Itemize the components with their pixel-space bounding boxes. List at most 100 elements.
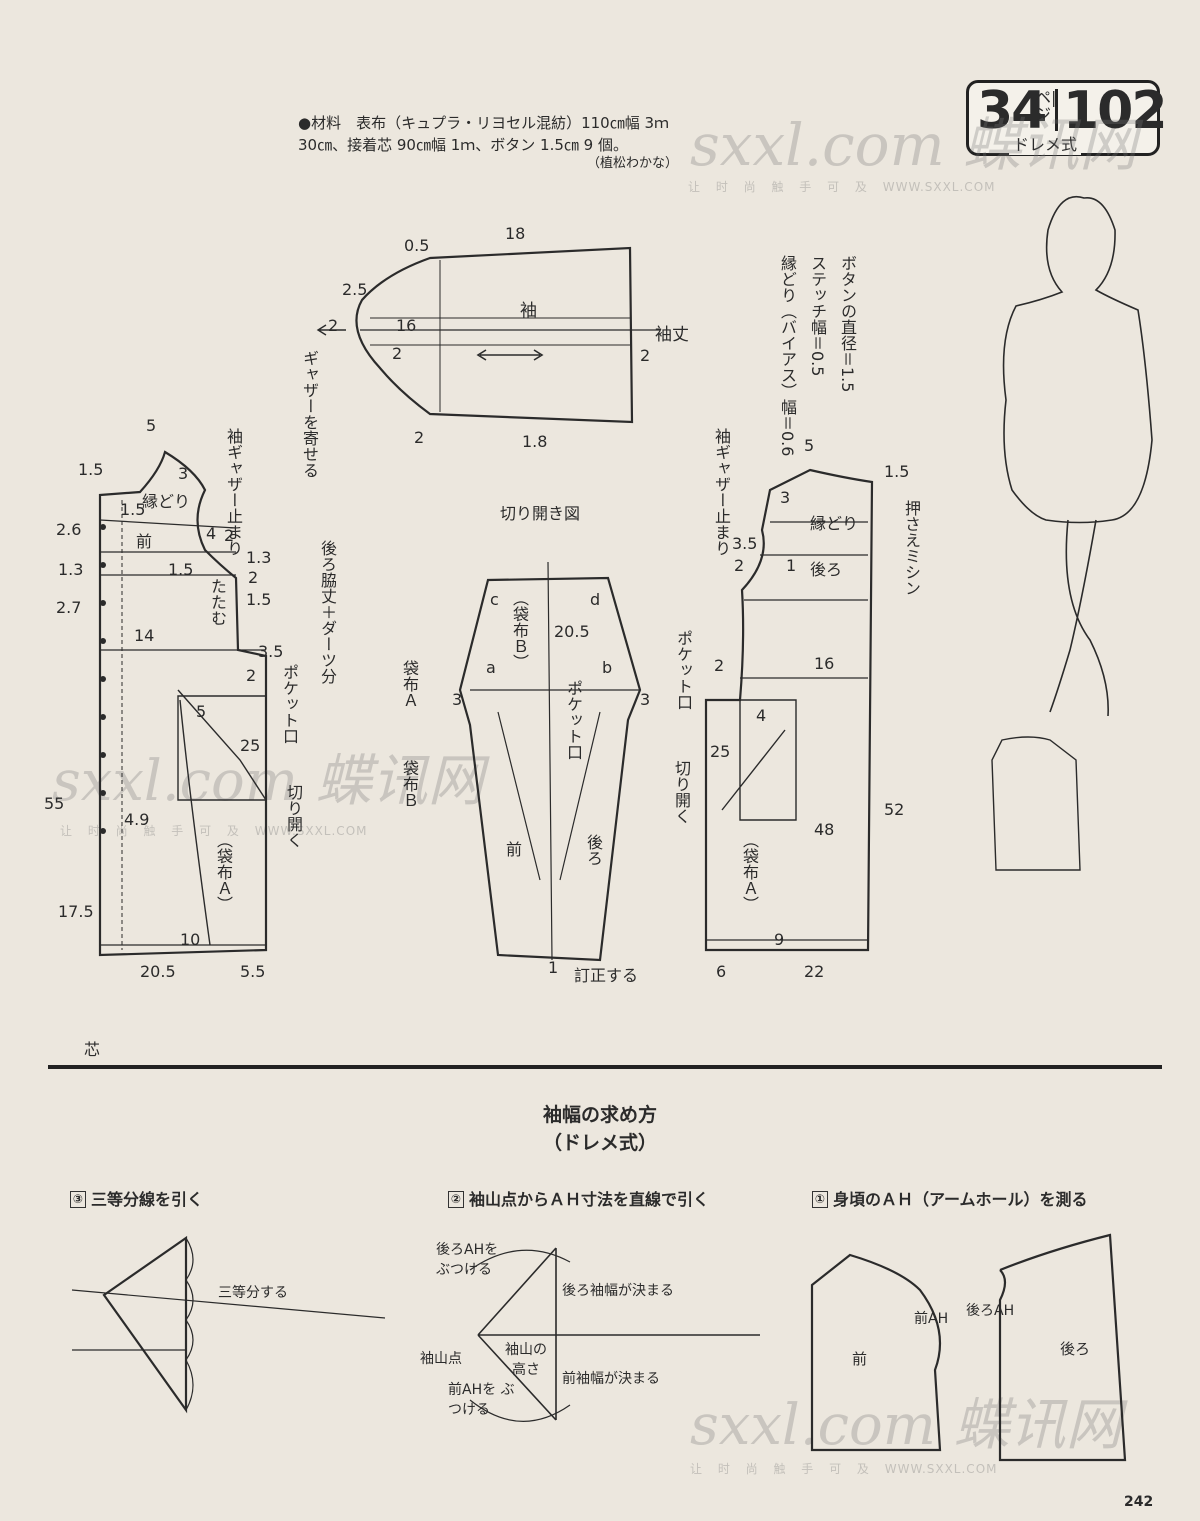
method-title: 袖幅の求め方 bbox=[542, 1104, 657, 1126]
sleeve-dim: 16 bbox=[396, 316, 417, 335]
front-dim: 14 bbox=[134, 626, 155, 645]
front-dim: 20.5 bbox=[140, 962, 176, 981]
front-dim: 5.5 bbox=[240, 962, 266, 981]
front-binding-label: 縁どり bbox=[142, 492, 191, 511]
cut-diagram-title: 切り開き図 bbox=[500, 504, 581, 523]
front-sleeve-gather-stop: 袖ギャザー止まり bbox=[224, 428, 243, 556]
back-dim: 2 bbox=[714, 656, 725, 675]
cap-point-label: 袖山点 bbox=[420, 1351, 462, 1367]
armhole-diagram bbox=[810, 1233, 1127, 1462]
interfacing-label: 芯 bbox=[84, 1040, 101, 1059]
sleeve-piece bbox=[355, 246, 634, 424]
materials-text: ●材料 表布（キュプラ・リヨセル混紡）110㎝幅 3ｍ30㎝、接着芯 90㎝幅 … bbox=[298, 112, 678, 172]
front-dim: 2.7 bbox=[56, 598, 82, 617]
method-subtitle: （ドレメ式） bbox=[542, 1132, 657, 1154]
back-piece bbox=[704, 468, 874, 952]
front-pocket-opening: ポケット口 bbox=[280, 664, 299, 744]
fashion-figure bbox=[1002, 195, 1153, 717]
cut-dim: 1 bbox=[548, 958, 559, 977]
front-width-label: 前袖幅が決まる bbox=[562, 1371, 660, 1387]
cut-back-label: 後ろ bbox=[584, 834, 603, 866]
back-dim: 5 bbox=[804, 436, 815, 455]
front-dim: 2 bbox=[246, 666, 257, 685]
back-dim: 16 bbox=[814, 654, 835, 673]
sleeve-dim: 2 bbox=[414, 428, 425, 447]
back-binding-label: 縁どり bbox=[810, 514, 859, 533]
front-dim: 25 bbox=[240, 736, 261, 755]
thirds-label: 三等分する bbox=[218, 1285, 288, 1301]
front-dim: 2 bbox=[224, 526, 235, 545]
back-dim: 48 bbox=[814, 820, 835, 839]
sleeve-dim: 0.5 bbox=[404, 236, 430, 255]
cut-pocket-opening: ポケット口 bbox=[564, 680, 583, 760]
back-ah-label: 後ろAH bbox=[966, 1303, 1015, 1319]
cut-dim: 20.5 bbox=[554, 622, 590, 641]
watermark-logo-bottom: sxxl.com 蝶讯网 bbox=[690, 1393, 1122, 1458]
cut-open-piece bbox=[458, 576, 642, 962]
front-dim: 5 bbox=[146, 416, 157, 435]
back-width-label: 後ろ袖幅が決まる bbox=[562, 1283, 674, 1299]
cut-bag-b: 袋布Ｂ bbox=[400, 760, 419, 808]
back-dim: 1 bbox=[786, 556, 797, 575]
back-view-figure bbox=[991, 736, 1081, 871]
front-piece bbox=[98, 450, 268, 957]
back-dim: 52 bbox=[884, 800, 905, 819]
cut-bag-a: 袋布Ａ bbox=[400, 660, 419, 708]
section-divider bbox=[48, 1065, 1162, 1069]
designer-credit: （植松わかな） bbox=[586, 156, 678, 171]
back-dim: 22 bbox=[804, 962, 825, 981]
page-badge: 34 ペ|ジ 102 ドレメ式 bbox=[966, 80, 1168, 156]
front-fold-label: たたむ bbox=[208, 578, 227, 626]
cut-correct-label: 訂正する bbox=[574, 966, 639, 985]
front-dim: 1.5 bbox=[120, 500, 146, 519]
back-cut-open: 切り開く bbox=[672, 760, 691, 824]
sleeve-dim: 1.8 bbox=[522, 432, 548, 451]
materials-body: ●材料 表布（キュプラ・リヨセル混紡）110㎝幅 3ｍ30㎝、接着芯 90㎝幅 … bbox=[298, 114, 670, 154]
page-number: 242 bbox=[1124, 1494, 1154, 1510]
front-dim: 1.3 bbox=[58, 560, 84, 579]
front-dim: 5 bbox=[196, 702, 207, 721]
sleeve-dim: 2 bbox=[328, 316, 339, 335]
back-dim: 9 bbox=[774, 930, 785, 949]
cut-dim: 3 bbox=[640, 690, 651, 709]
front-dim: 2 bbox=[248, 568, 259, 587]
gather-note: ギャザーを寄せる bbox=[300, 350, 319, 478]
back-dim: 1.5 bbox=[884, 462, 910, 481]
badge-separator bbox=[1055, 89, 1058, 133]
front-dim: 1.3 bbox=[246, 548, 272, 567]
front-dim: 10 bbox=[180, 930, 201, 949]
watermark-logo-middle: sxxl.com 蝶讯网 bbox=[52, 749, 484, 814]
front-dim: 1.5 bbox=[246, 590, 272, 609]
front-dim: 4 bbox=[206, 524, 217, 543]
front-label: 前 bbox=[136, 532, 153, 551]
back-pocket-bag: （袋布Ａ） bbox=[740, 832, 759, 912]
front-dim: 17.5 bbox=[58, 902, 94, 921]
sleeve-dim: 18 bbox=[505, 224, 526, 243]
cut-letter: d bbox=[590, 590, 601, 609]
watermark-logo-top: sxxl.com 蝶讯网 bbox=[690, 111, 1138, 179]
back-sleeve-gather-stop: 袖ギャザー止まり bbox=[712, 428, 731, 556]
back-label: 後ろ bbox=[810, 560, 843, 579]
front-dim: 3.5 bbox=[258, 642, 284, 661]
armhole-front-label: 前 bbox=[852, 1350, 868, 1368]
cut-letter: a bbox=[486, 658, 496, 677]
watermark-tagline-bottom: 让 时 尚 触 手 可 及 WWW.SXXL.COM bbox=[690, 1462, 998, 1476]
back-dim: 2 bbox=[734, 556, 745, 575]
button-note: ステッチ幅＝0.5 bbox=[808, 255, 827, 377]
cut-dim: 3 bbox=[452, 690, 463, 709]
badge-method: ドレメ式 bbox=[1009, 131, 1082, 155]
back-dim: 6 bbox=[716, 962, 727, 981]
sleeve-length-label: 袖丈 bbox=[655, 325, 689, 345]
front-pocket-bag: （袋布Ａ） bbox=[214, 832, 233, 912]
back-dim: 3 bbox=[780, 488, 791, 507]
back-dim: 4 bbox=[756, 706, 767, 725]
sleeve-dim: 2 bbox=[392, 344, 403, 363]
front-dim: 55 bbox=[44, 794, 65, 813]
back-pocket-opening: ポケット口 bbox=[674, 630, 693, 710]
button-note: 縁どり（バイアス）幅＝0.6 bbox=[778, 255, 797, 457]
cut-front-label: 前 bbox=[506, 840, 523, 859]
